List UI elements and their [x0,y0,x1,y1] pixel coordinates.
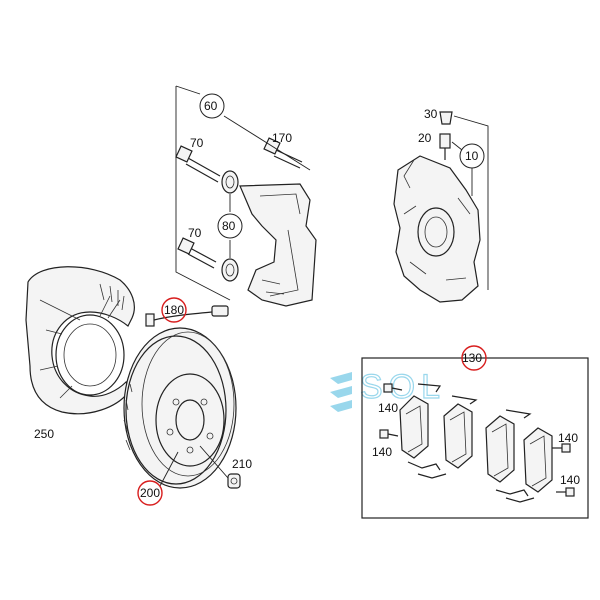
callout-200: 200 [140,486,160,500]
disc-screw [227,473,241,489]
pad-clip-4 [505,497,535,503]
callout-170: 170 [272,131,292,145]
brake-disc [123,327,237,489]
callout-180: 180 [164,303,184,317]
callout-30: 30 [424,107,438,121]
bracket-bolt-lower [177,237,217,269]
pad-bolt-4 [556,487,575,497]
pad-spring-3 [505,409,532,419]
callout-140-c: 140 [558,431,578,445]
pad-spring-2 [451,395,478,405]
watermark-text: SOL [360,368,446,406]
brake-pad-2 [443,403,473,469]
pad-bolt-2 [379,429,399,439]
wear-sensor [145,305,229,327]
bleeder-cap [439,111,453,125]
callout-200-highlight [137,480,163,506]
callout-210: 210 [232,457,252,471]
pad-spring-1 [417,383,442,393]
callout-140-a: 140 [378,401,398,415]
caliper-bracket [239,183,317,307]
watermark-logo: SOL [330,367,446,412]
callout-140-b: 140 [372,445,392,459]
callout-70-lower: 70 [188,226,202,240]
bracket-bolt-upper [175,145,221,183]
bushing-lower [221,258,239,282]
pad-kit-frame [361,357,589,519]
brake-pad-4 [523,427,553,493]
callout-140-d: 140 [560,473,580,487]
brake-pad-3 [485,415,515,483]
callout-130: 130 [462,351,482,365]
pad-bolt-3 [552,443,571,453]
callout-250: 250 [34,427,54,441]
callout-70-upper: 70 [190,136,204,150]
caliper-housing [393,155,481,303]
callout-180-highlight [161,297,187,323]
callout-20: 20 [418,131,432,145]
bushing-upper [221,170,239,194]
callout-10: 10 [465,149,479,163]
callout-80: 80 [222,219,236,233]
callout-60: 60 [204,99,218,113]
pad-bolt-1 [383,383,403,393]
callout-60-bubble [199,93,225,119]
bleeder-screw [439,133,451,160]
dust-shield [25,266,135,415]
callout-130-highlight [461,345,487,371]
pad-clip-3 [495,489,529,497]
brake-pad-1 [399,395,429,459]
pad-clip-1 [407,461,441,471]
callout-80-bubble [217,213,243,239]
pad-clip-2 [417,473,447,479]
